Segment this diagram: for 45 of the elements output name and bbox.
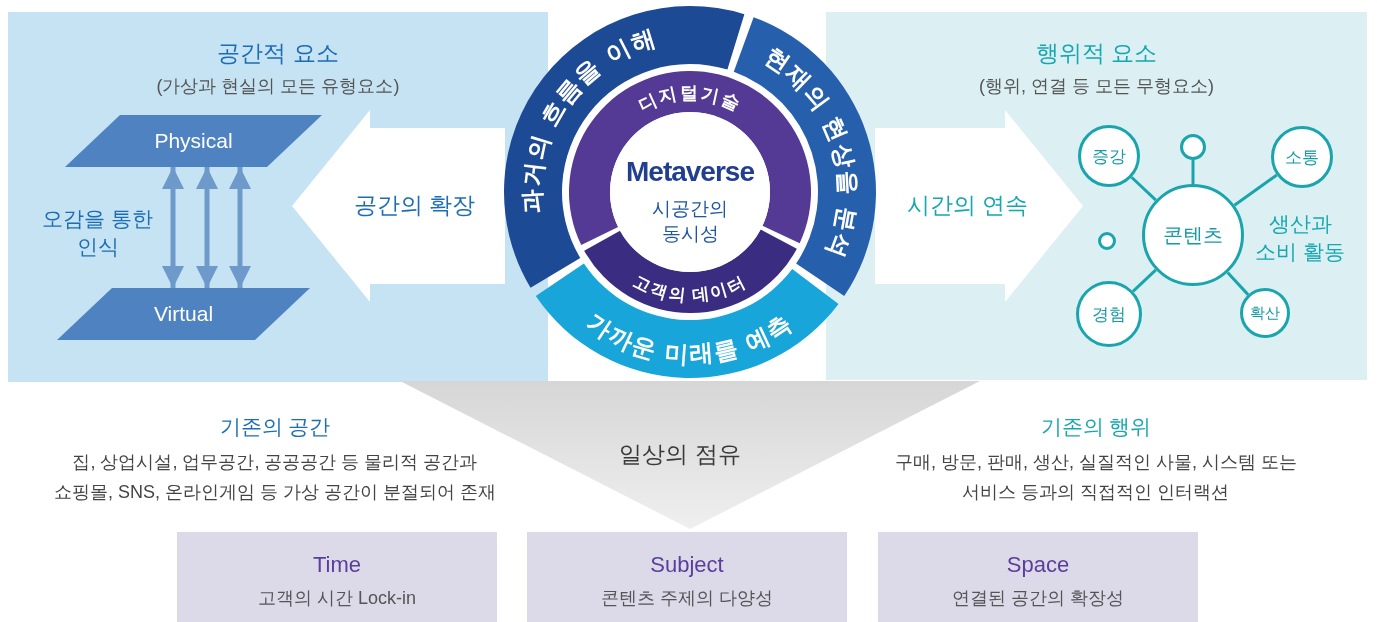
circle-label: 콘텐츠	[1162, 222, 1224, 248]
double-arrow	[196, 167, 218, 288]
empty-circle	[1098, 232, 1116, 250]
empty-circle	[1180, 134, 1206, 160]
side-label: 생산과 소비 활동	[1254, 211, 1346, 265]
arrow-label: 공간의 확장	[352, 191, 477, 220]
layer-label: Physical	[153, 129, 234, 153]
connector-line	[1226, 271, 1250, 296]
center-subtitle: 시공간의 동시성	[651, 197, 729, 246]
connector-line	[1132, 268, 1157, 293]
card-title: Space	[1005, 552, 1071, 578]
double-arrow	[162, 167, 184, 288]
card-title: Time	[311, 552, 363, 578]
connector-line	[1191, 160, 1195, 184]
description-text: 집, 상업시설, 업무공간, 공공공간 등 물리적 공간과 쇼핑몰, SNS, 온라인게임 등 가상 공간이 분절되어 존재	[53, 451, 497, 504]
circle-node	[1142, 184, 1244, 286]
ring-label: 디지털기술	[635, 83, 745, 116]
connector-line	[1233, 173, 1278, 207]
arrow-label: 시간의 연속	[905, 191, 1030, 220]
section-subtitle: (가상과 현실의 모든 유형요소)	[155, 75, 401, 98]
ring-label: 고객의 데이터	[630, 271, 750, 306]
section-subtitle: (행위, 연결 등 모든 무형요소)	[978, 75, 1215, 98]
card-box	[527, 532, 847, 622]
circle-label: 증강	[1091, 145, 1127, 168]
connector-line	[1130, 176, 1157, 202]
double-arrow	[229, 167, 251, 288]
circle-node	[1240, 288, 1290, 338]
card-subtitle: 연결된 공간의 확장성	[951, 587, 1125, 610]
section-heading: 기존의 행위	[1039, 414, 1153, 440]
center-title: Metaverse	[625, 156, 755, 188]
card-title: Subject	[649, 552, 725, 578]
card-box	[177, 532, 497, 622]
card-subtitle: 콘텐츠 주제의 다양성	[600, 587, 774, 610]
triangle-label: 일상의 점유	[618, 440, 742, 469]
circle-label: 소통	[1284, 146, 1320, 169]
description-text: 구매, 방문, 판매, 생산, 실질적인 사물, 시스템 또는 서비스 등과의 직접적인 인터랙션	[894, 451, 1298, 504]
layer-label: Virtual	[152, 302, 215, 326]
section-title: 공간적 요소	[216, 39, 340, 68]
side-label: 오감을 통한 인식	[41, 206, 154, 260]
card-box	[878, 532, 1198, 622]
card-subtitle: 고객의 시간 Lock-in	[257, 587, 417, 610]
circle-label: 확산	[1249, 303, 1281, 323]
section-heading: 기존의 공간	[218, 414, 332, 440]
circle-label: 경험	[1091, 303, 1127, 326]
section-title: 행위적 요소	[1034, 39, 1159, 68]
